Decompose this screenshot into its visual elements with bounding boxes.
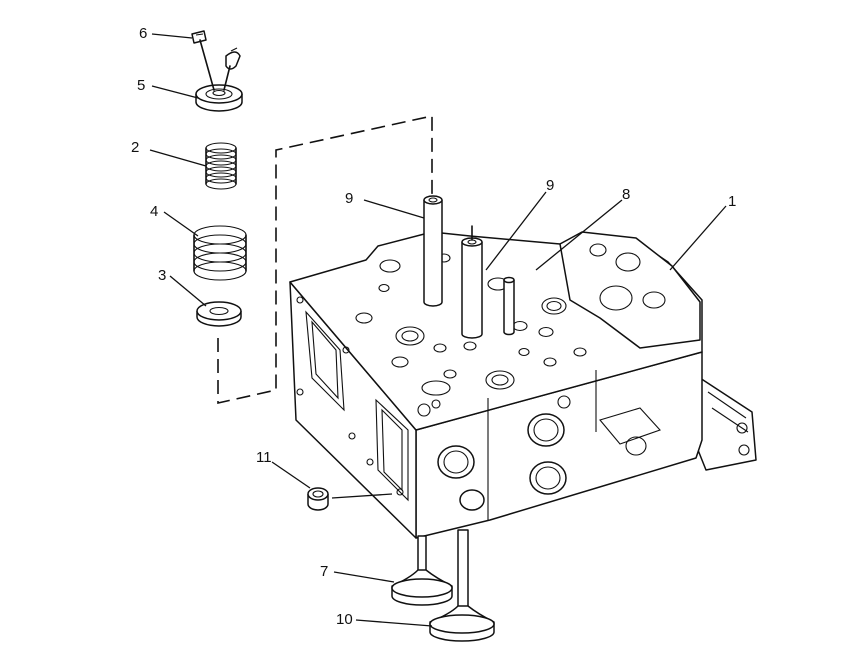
callout-1: 1 [728, 193, 736, 210]
callout-6: 6 [139, 25, 147, 42]
callout-3: 3 [158, 267, 166, 284]
callout-9-left: 9 [345, 190, 353, 207]
callout-11: 11 [256, 449, 272, 466]
spring-seat-washer-part [196, 301, 242, 327]
valve-guide-left-part [423, 195, 443, 307]
callout-9-center: 9 [546, 177, 554, 194]
cylinder-head-part [289, 231, 757, 539]
callout-10: 10 [336, 611, 353, 628]
inner-valve-spring-part [205, 142, 237, 190]
dowel-pin-part [503, 276, 515, 336]
callout-8: 8 [622, 186, 630, 203]
valve-front-part [391, 535, 453, 606]
callout-5: 5 [137, 77, 145, 94]
assembly-path-dashed [217, 115, 433, 404]
callout-4: 4 [150, 203, 158, 220]
leader-lines [149, 33, 727, 627]
callout-2: 2 [131, 139, 139, 156]
valve-keeper-part [191, 30, 241, 70]
outer-valve-spring-part [193, 225, 247, 281]
valve-rear-part [429, 529, 495, 642]
valve-guide-center-part [461, 225, 483, 339]
callout-7: 7 [320, 563, 328, 580]
spring-retainer-part [195, 39, 243, 112]
plug-part [307, 487, 393, 511]
